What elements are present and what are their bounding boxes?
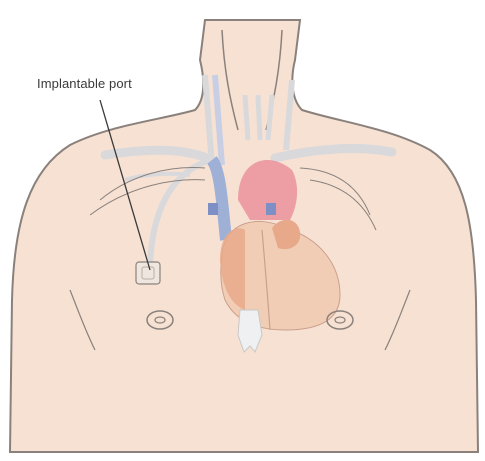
implantable-port-label: Implantable port [37, 76, 132, 91]
neck-vessel-4 [258, 95, 260, 140]
vessel-clip-right [266, 203, 276, 215]
neck-vessel-3 [245, 95, 248, 140]
vessel-clip-left [208, 203, 218, 215]
